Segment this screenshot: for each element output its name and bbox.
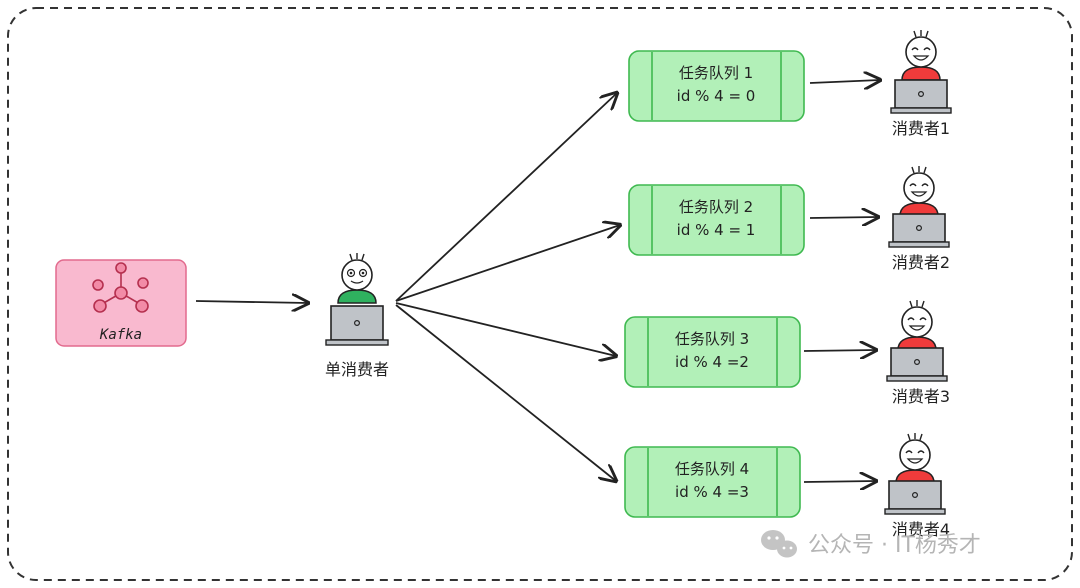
- queue-title: 任务队列 1: [679, 64, 753, 82]
- laptop-icon: [890, 79, 952, 114]
- arrow-to-queue-3: [395, 302, 616, 356]
- arrow-to-queue-2: [395, 225, 620, 302]
- queue-title: 任务队列 3: [675, 330, 749, 348]
- watermark-text: 公众号 · IT杨秀才: [808, 533, 981, 558]
- queue-4: 任务队列 4 id % 4 =3: [624, 446, 801, 518]
- outer-frame: [7, 7, 1073, 581]
- single-consumer-label: 单消费者: [325, 360, 389, 379]
- arrow-queue2-to-consumer2: [809, 217, 878, 218]
- consumer-label: 消费者3: [892, 387, 950, 406]
- arrow-queue3-to-consumer3: [803, 350, 876, 351]
- consumer-label: 消费者2: [892, 253, 950, 272]
- kafka-logo-icon: [92, 262, 149, 313]
- person-icon: [901, 30, 941, 81]
- kafka-node: Kafka: [55, 259, 187, 347]
- laptop-icon: [886, 347, 948, 382]
- fanout-arrows: [395, 93, 620, 481]
- queue-rule: id % 4 = 1: [677, 221, 756, 239]
- arrow-queue4-to-consumer4: [803, 481, 876, 482]
- laptop-icon: [325, 305, 389, 346]
- consumer-3: 消费者3: [886, 300, 950, 406]
- arrow-to-queue-4: [395, 304, 616, 481]
- laptop-icon: [884, 480, 946, 515]
- person-icon: [899, 166, 939, 217]
- consumer-4: 消费者4: [884, 433, 950, 539]
- arrow-kafka-to-consumer: [195, 301, 308, 303]
- person-icon: [895, 433, 935, 484]
- consumer-1: 消费者1: [890, 30, 952, 138]
- wechat-icon: [761, 530, 797, 558]
- consumer-2: 消费者2: [888, 166, 950, 272]
- queue-1: 任务队列 1 id % 4 = 0: [628, 50, 805, 122]
- arrow-queue1-to-consumer1: [809, 80, 880, 83]
- laptop-icon: [888, 213, 950, 248]
- single-consumer: 单消费者: [325, 253, 389, 379]
- person-icon: [897, 300, 937, 351]
- queue-2: 任务队列 2 id % 4 = 1: [628, 184, 805, 256]
- watermark: 公众号 · IT杨秀才: [761, 530, 981, 558]
- arrow-to-queue-1: [395, 93, 617, 302]
- consumer-label: 消费者4: [892, 520, 950, 539]
- queue-title: 任务队列 4: [675, 460, 749, 478]
- person-icon: [337, 253, 377, 304]
- kafka-label: Kafka: [99, 327, 142, 343]
- queue-rule: id % 4 = 0: [677, 87, 756, 105]
- consumer-label: 消费者1: [892, 119, 950, 138]
- queue-title: 任务队列 2: [679, 198, 753, 216]
- queue-3: 任务队列 3 id % 4 =2: [624, 316, 801, 388]
- queue-rule: id % 4 =2: [675, 353, 749, 371]
- queue-rule: id % 4 =3: [675, 483, 749, 501]
